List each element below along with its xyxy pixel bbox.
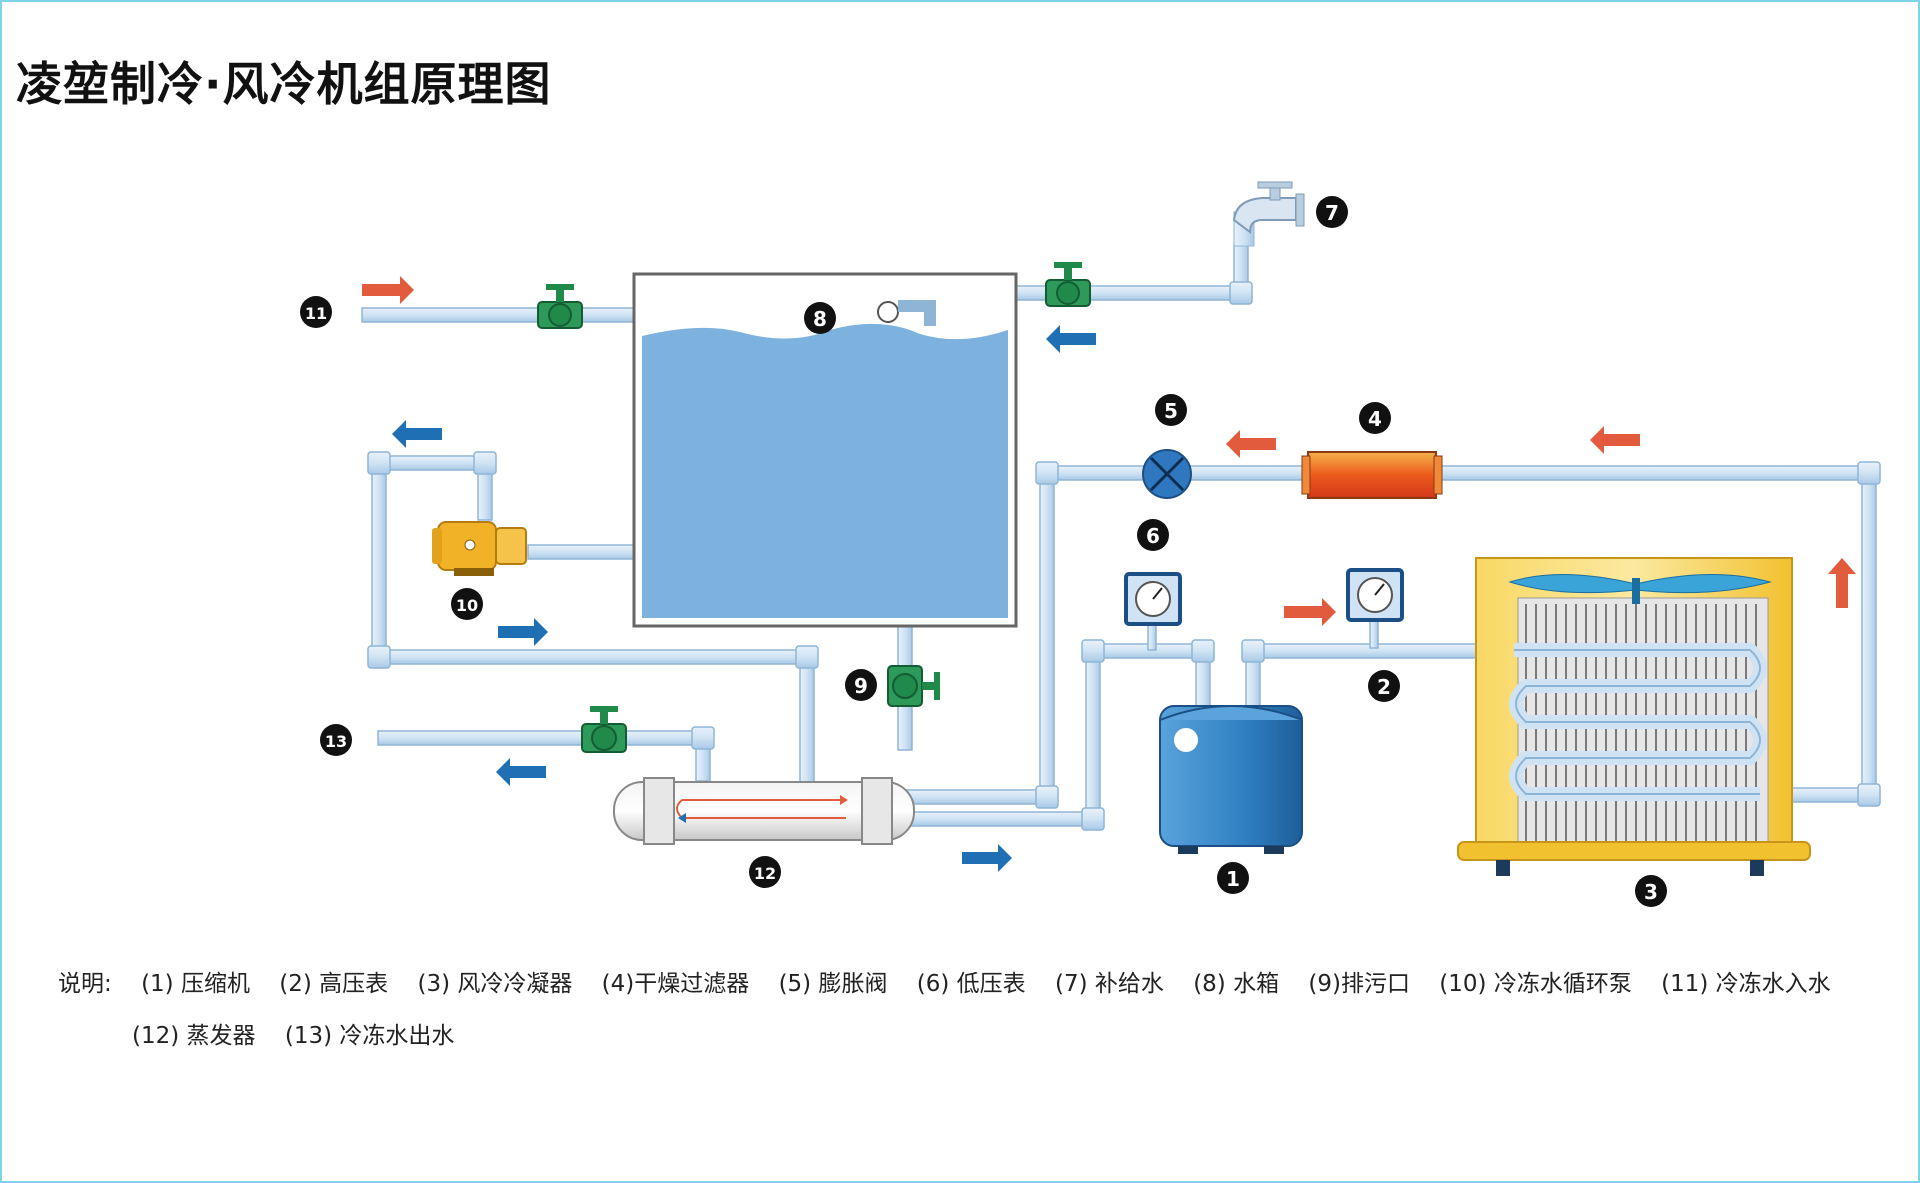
marker-2: 2 bbox=[1368, 670, 1400, 702]
marker-1: 1 bbox=[1217, 862, 1249, 894]
marker-5: 5 bbox=[1155, 394, 1187, 426]
legend-item: (8) 水箱 bbox=[1193, 971, 1280, 997]
filter-drier bbox=[1301, 451, 1443, 499]
legend-intro: 说明: bbox=[58, 971, 112, 997]
legend-line-1: 说明: (1) 压缩机 (2) 高压表 (3) 风冷冷凝器 (4)干燥过滤器 (… bbox=[58, 958, 1898, 1010]
marker-13: 13 bbox=[320, 724, 352, 756]
legend-item: (10) 冷冻水循环泵 bbox=[1439, 971, 1632, 997]
flow-arrow-red bbox=[1828, 558, 1856, 608]
svg-text:9: 9 bbox=[854, 674, 868, 698]
legend-line-2: (12) 蒸发器 (13) 冷冻水出水 bbox=[58, 1010, 1898, 1062]
valve-icon bbox=[1045, 262, 1091, 307]
legend: 说明: (1) 压缩机 (2) 高压表 (3) 风冷冷凝器 (4)干燥过滤器 (… bbox=[58, 958, 1898, 1062]
svg-text:10: 10 bbox=[456, 596, 478, 615]
svg-text:2: 2 bbox=[1377, 675, 1391, 699]
valve-icon bbox=[581, 706, 627, 753]
legend-item: (2) 高压表 bbox=[279, 971, 389, 997]
legend-item: (11) 冷冻水入水 bbox=[1661, 971, 1831, 997]
svg-text:3: 3 bbox=[1644, 880, 1658, 904]
legend-item: (12) 蒸发器 bbox=[132, 1023, 256, 1049]
flow-arrow-red bbox=[1226, 430, 1276, 458]
marker-7: 7 bbox=[1316, 196, 1348, 228]
svg-text:6: 6 bbox=[1146, 524, 1160, 548]
pump-icon bbox=[432, 521, 527, 576]
svg-text:4: 4 bbox=[1368, 407, 1382, 431]
legend-item: (9)排污口 bbox=[1308, 971, 1410, 997]
svg-text:11: 11 bbox=[305, 304, 327, 323]
legend-item: (7) 补给水 bbox=[1054, 971, 1164, 997]
flow-arrow-blue bbox=[962, 844, 1012, 872]
svg-text:5: 5 bbox=[1164, 399, 1178, 423]
fan-icon bbox=[1508, 574, 1772, 604]
number-markers: 1 2 3 4 5 6 7 8 9 10 11 12 13 bbox=[300, 196, 1667, 907]
flow-arrow-blue bbox=[496, 758, 546, 786]
svg-text:8: 8 bbox=[813, 307, 827, 331]
marker-4: 4 bbox=[1359, 402, 1391, 434]
svg-text:1: 1 bbox=[1226, 867, 1240, 891]
condenser bbox=[1457, 557, 1811, 876]
legend-item: (6) 低压表 bbox=[916, 971, 1026, 997]
marker-6: 6 bbox=[1137, 519, 1169, 551]
flow-arrow-red bbox=[1590, 426, 1640, 454]
svg-text:7: 7 bbox=[1325, 201, 1339, 225]
legend-item: (1) 压缩机 bbox=[141, 971, 250, 997]
flow-arrows bbox=[362, 276, 1856, 872]
legend-item: (13) 冷冻水出水 bbox=[284, 1023, 455, 1049]
svg-text:12: 12 bbox=[754, 864, 776, 883]
evaporator bbox=[613, 777, 915, 845]
pressure-gauge-icon bbox=[1346, 568, 1404, 622]
flow-arrow-blue bbox=[392, 420, 442, 448]
expansion-valve-icon bbox=[1142, 449, 1192, 499]
legend-item: (3) 风冷冷凝器 bbox=[417, 971, 573, 997]
flow-arrow-red bbox=[1284, 598, 1336, 626]
tap-icon bbox=[1232, 181, 1305, 247]
flow-arrow-red bbox=[362, 276, 414, 304]
flow-arrow-blue bbox=[498, 618, 548, 646]
svg-text:13: 13 bbox=[325, 732, 347, 751]
legend-item: (5) 膨胀阀 bbox=[778, 971, 888, 997]
marker-12: 12 bbox=[749, 856, 781, 888]
flow-arrow-blue bbox=[1046, 325, 1096, 353]
marker-8: 8 bbox=[804, 302, 836, 334]
compressor bbox=[1159, 705, 1303, 854]
valve-icon bbox=[537, 284, 583, 329]
legend-item: (4)干燥过滤器 bbox=[601, 971, 750, 997]
marker-9: 9 bbox=[845, 669, 877, 701]
pressure-gauge-icon bbox=[1124, 572, 1182, 626]
valve-icon bbox=[887, 665, 940, 707]
marker-11: 11 bbox=[300, 296, 332, 328]
page-title: 凌堃制冷·风冷机组原理图 bbox=[16, 57, 552, 111]
marker-10: 10 bbox=[451, 588, 483, 620]
marker-3: 3 bbox=[1635, 875, 1667, 907]
